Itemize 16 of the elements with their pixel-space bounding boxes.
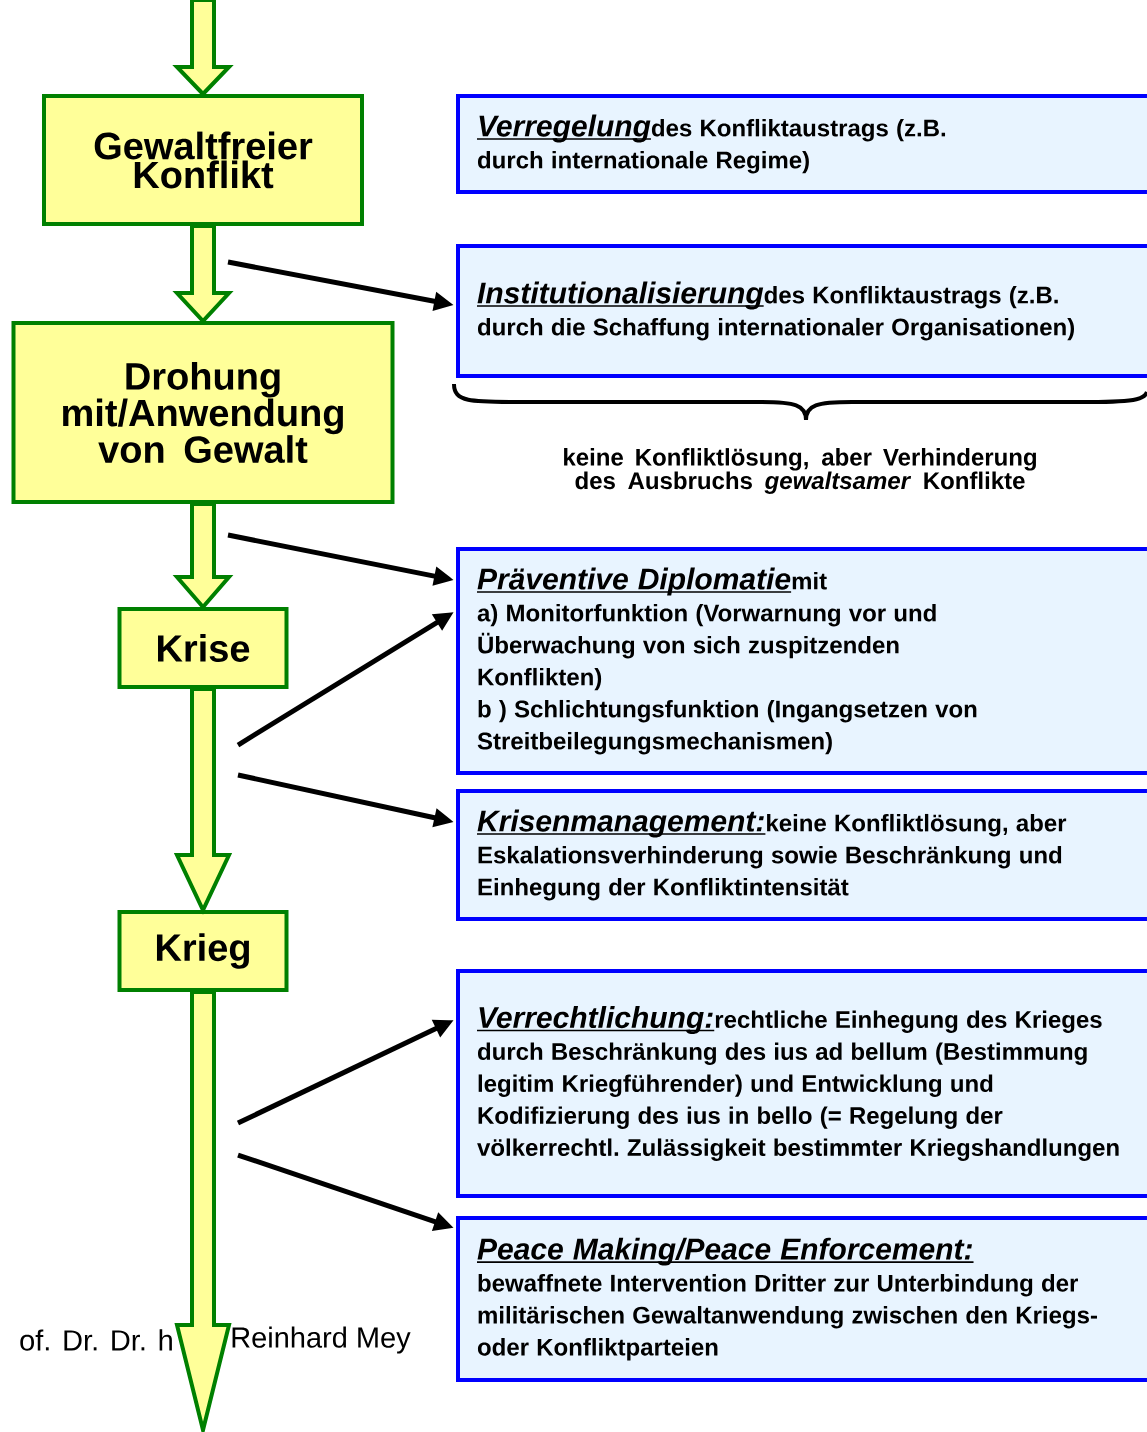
block-arrow: [174, 990, 232, 1432]
stage-box: Krise: [117, 607, 289, 689]
stage-box: Gewaltfreier Konflikt: [42, 94, 364, 226]
block-arrow: [173, 687, 233, 915]
info-box: Verrechtlichung:rechtliche Einhegung des Krieges durch Beschränkung des ius ad bellum (Bestimmung legitim Kriegführender) und Entwicklung und Kodifizierung des ius in bello (= Regelung der völkerrechtl. Zulässigkeit bestimmter Kriegshandlungen: [456, 969, 1147, 1198]
info-box: Peace Making/Peace Enforcement: bewaffnete Intervention Dritter zur Unterbindung der militärischen Gewaltanwendung zwischen den Kriegs- oder Konfliktparteien: [456, 1216, 1147, 1382]
author-credit: of. Dr. Dr. h: [20, 1329, 172, 1351]
stage-box: Drohung mit/Anwendung von Gewalt: [11, 321, 395, 504]
info-box: Verregelungdes Konfliktaustrags (z.B. durch internationale Regime): [456, 94, 1147, 194]
block-arrow: [172, 0, 234, 97]
info-box: Krisenmanagement:keine Konfliktlösung, aber Eskalationsverhinderung sowie Beschränkung und Einhegung der Konfliktintensität: [456, 789, 1147, 921]
info-box: Institutionalisierungdes Konfliktaustrags (z.B. durch die Schaffung internationaler Organisationen): [456, 244, 1147, 378]
note-text: keine Konfliktlösung, aber Verhinderung des Ausbruchs gewaltsamer Konflikte: [564, 448, 1036, 494]
author-credit: Reinhard Mey: [232, 1326, 411, 1354]
stage-box: Krieg: [117, 910, 289, 992]
block-arrow: [172, 224, 234, 324]
